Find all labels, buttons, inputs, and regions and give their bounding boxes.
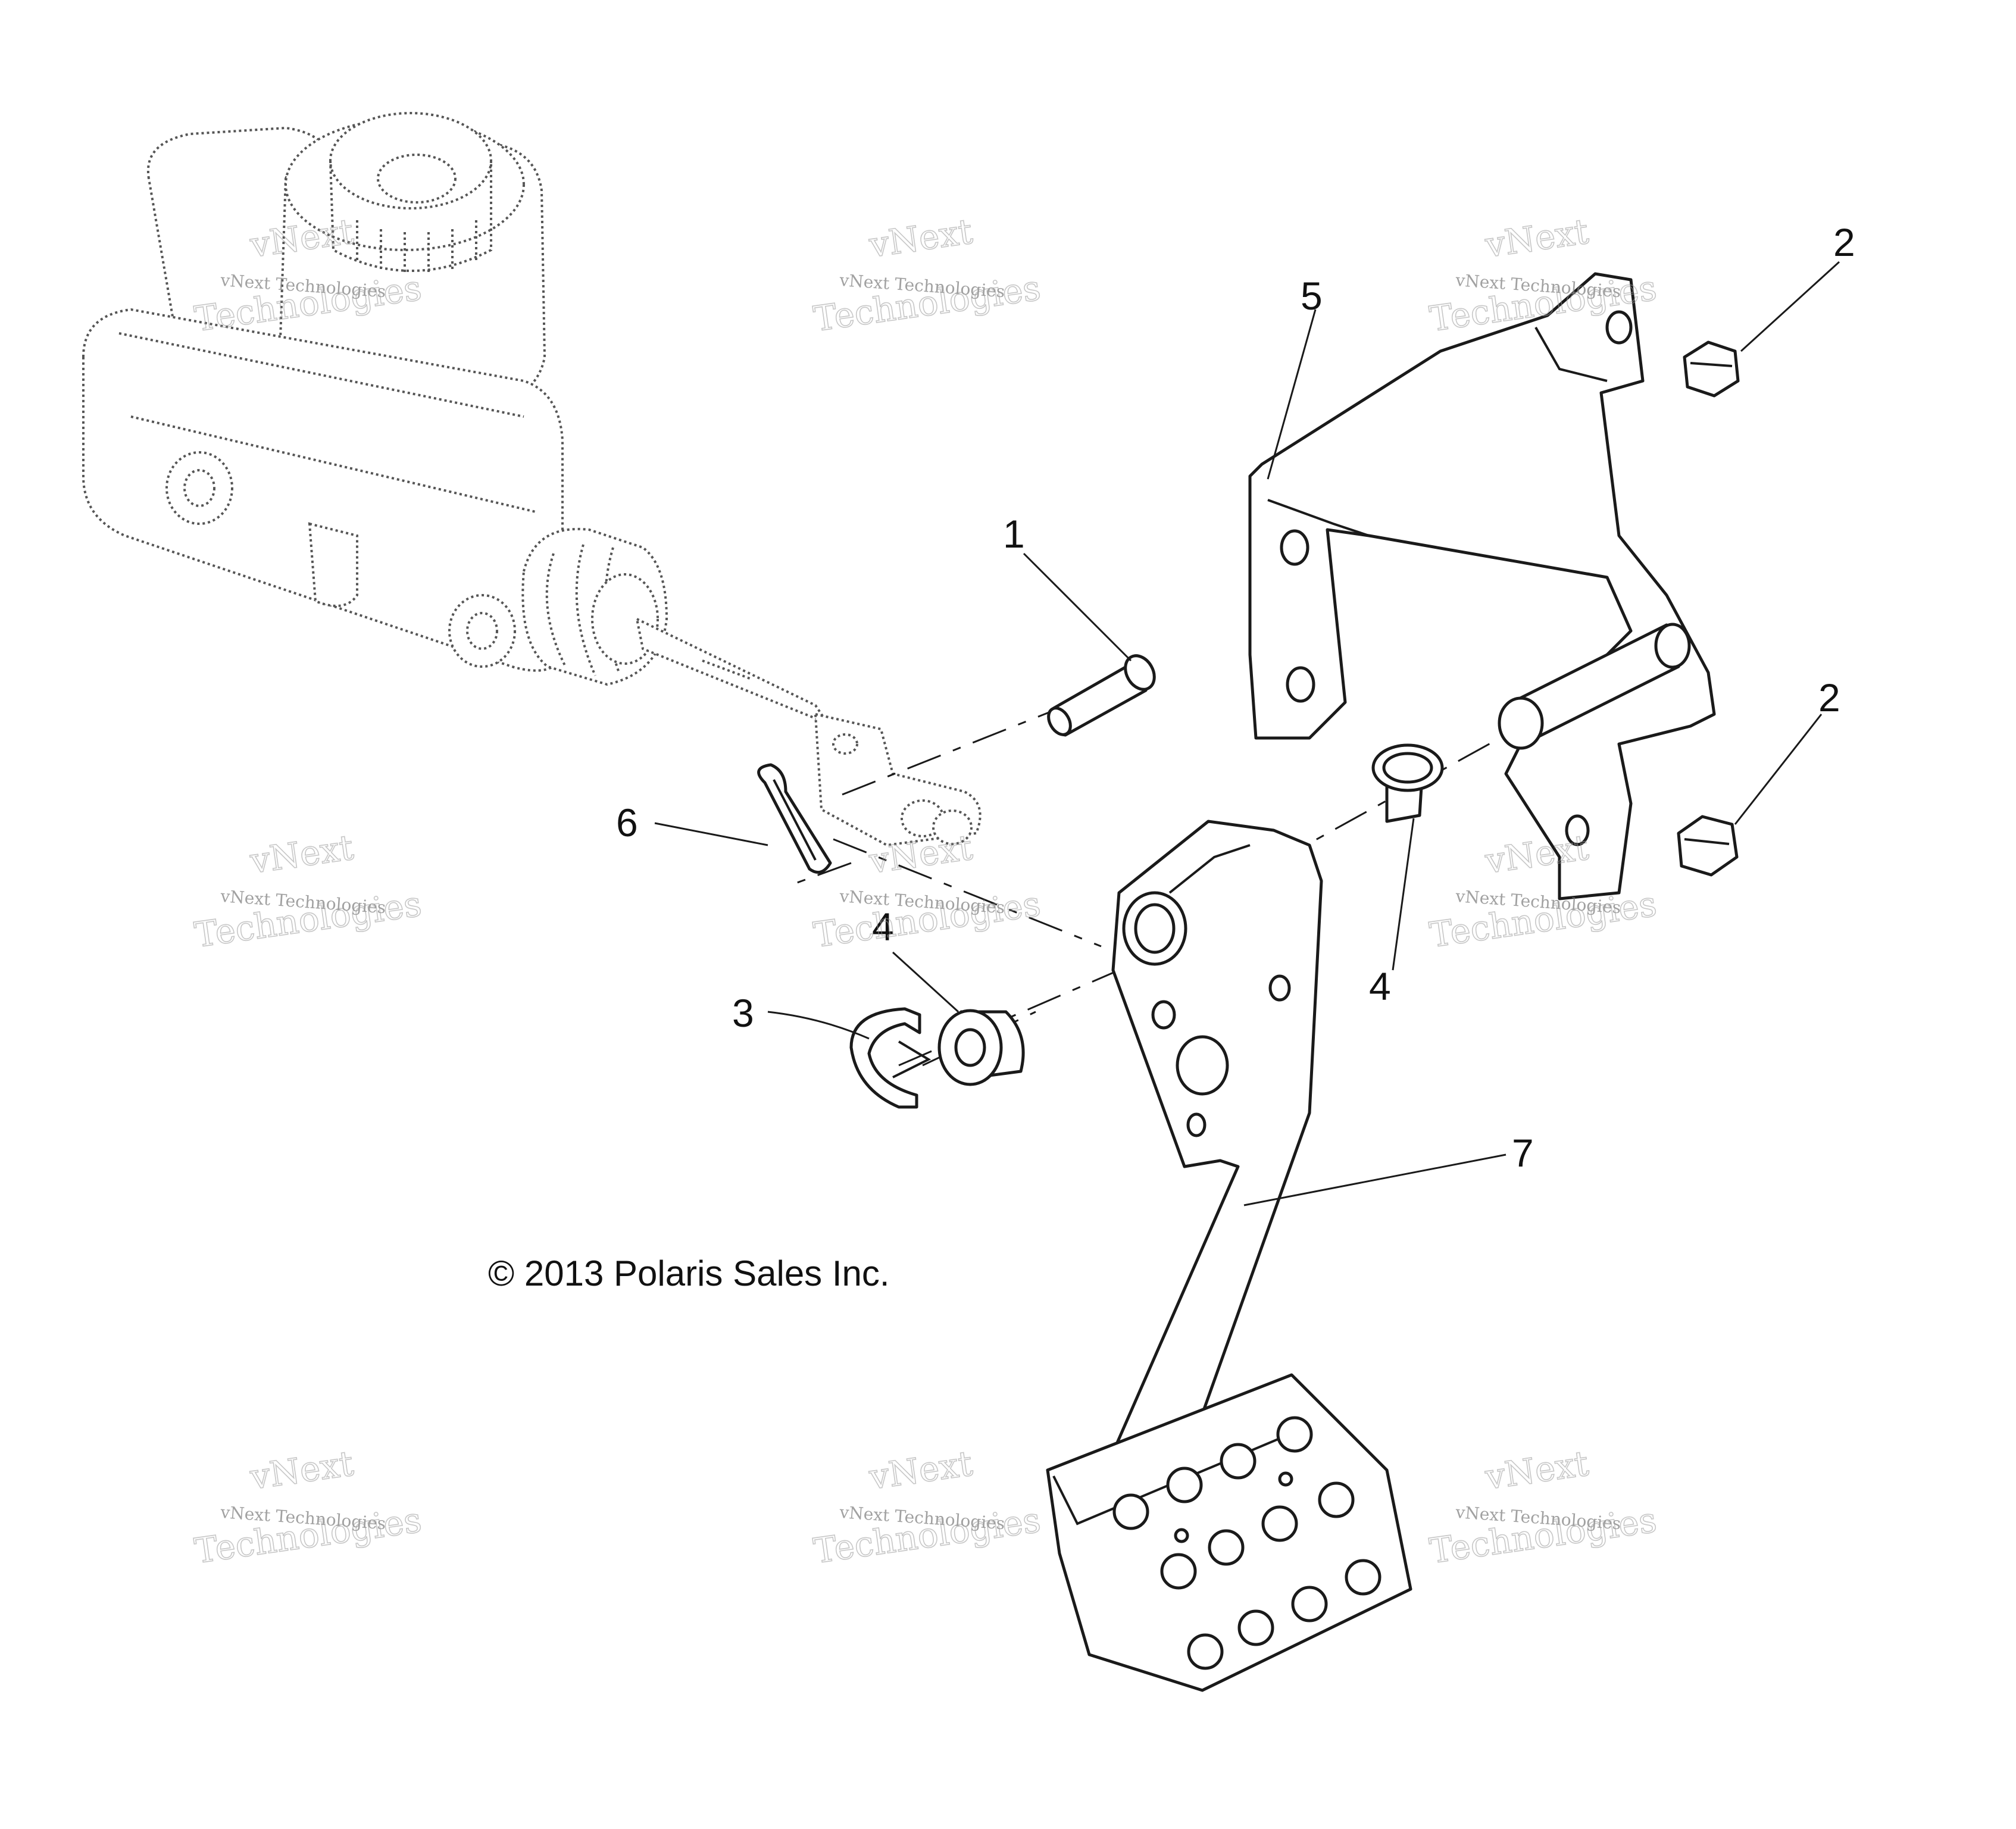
callout-3: 3 xyxy=(732,991,754,1035)
pedal-pad-holes xyxy=(1112,1416,1381,1670)
callout-1: 1 xyxy=(1003,512,1025,556)
callout-6: 6 xyxy=(616,801,638,845)
flange-nut-lower xyxy=(1677,815,1739,877)
callout-5: 5 xyxy=(1301,274,1323,318)
copyright-notice: © 2013 Polaris Sales Inc. xyxy=(488,1253,890,1293)
watermark: vNext vNext Technologies Technologies xyxy=(1427,1443,1659,1572)
flange-nut-upper xyxy=(1683,340,1740,398)
clevis-pin xyxy=(1047,654,1156,737)
watermark: vNext vNext Technologies Technologies xyxy=(811,1443,1043,1572)
svg-text:vNext: vNext xyxy=(247,827,356,881)
svg-text:vNext: vNext xyxy=(247,1443,356,1497)
callout-2-lower: 2 xyxy=(1818,676,1840,720)
callout-4-right: 4 xyxy=(1369,964,1391,1008)
cotter-pin xyxy=(757,763,832,874)
watermark: vNext vNext Technologies Technologies xyxy=(811,211,1043,340)
callout-4-left: 4 xyxy=(872,905,894,949)
watermark: vNext vNext Technologies Technologies xyxy=(811,827,1043,956)
callout-leaders xyxy=(654,261,1840,1206)
bushing-left xyxy=(937,1009,1025,1086)
svg-text:vNext: vNext xyxy=(1482,1443,1591,1497)
brake-pedal xyxy=(1046,820,1412,1692)
mounting-bracket xyxy=(1248,272,1716,901)
svg-text:vNext: vNext xyxy=(866,211,975,265)
callout-2-upper: 2 xyxy=(1833,220,1855,264)
svg-text:vNext: vNext xyxy=(866,1443,975,1497)
master-cylinder xyxy=(82,112,982,847)
bushing-right xyxy=(1371,743,1444,823)
callout-7: 7 xyxy=(1512,1131,1534,1175)
callout-labels: 1 2 2 3 4 4 5 6 7 xyxy=(616,220,1855,1175)
e-clip xyxy=(849,1007,932,1109)
svg-text:vNext: vNext xyxy=(1482,211,1591,265)
watermark: vNext vNext Technologies Technologies xyxy=(192,827,424,956)
watermark: vNext vNext Technologies Technologies xyxy=(192,1443,424,1572)
